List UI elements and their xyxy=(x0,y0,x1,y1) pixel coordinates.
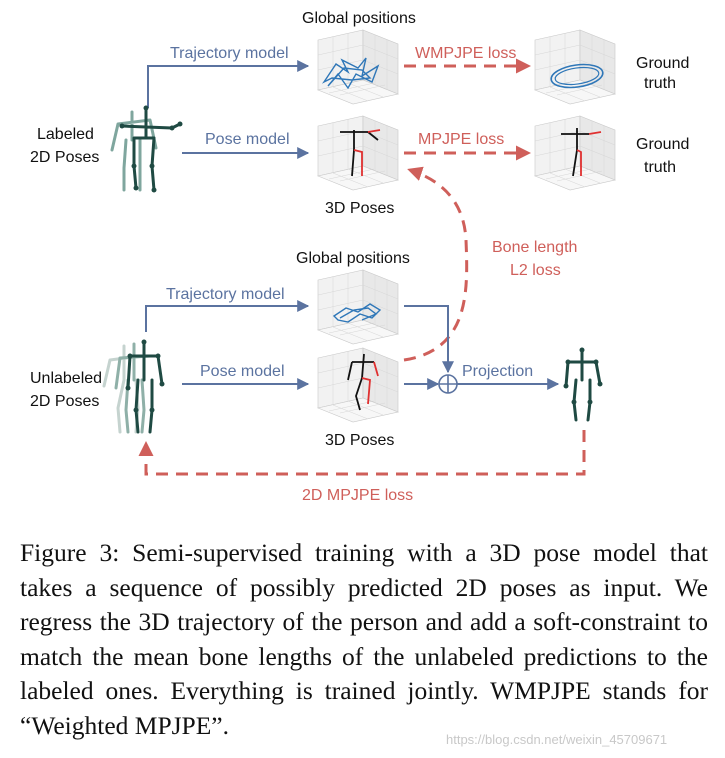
ground-truth-label-1a: Ground xyxy=(636,55,689,72)
projection-plus-icon xyxy=(438,374,458,394)
trajectory-arrow-top xyxy=(147,60,310,108)
ground-truth-label-2a: Ground xyxy=(636,136,689,153)
trajectory-curve xyxy=(321,57,380,90)
global-positions-plot-top xyxy=(317,29,399,105)
3d-poses-label-top: 3D Poses xyxy=(325,200,394,217)
2d-mpjpe-loss-arrow xyxy=(138,430,586,476)
trajectory-model-label-top: Trajectory model xyxy=(170,45,289,62)
trajectory-to-projection-arrow xyxy=(404,305,454,374)
mpjpe-loss-label: MPJPE loss xyxy=(418,131,504,148)
trajectory-curve-bottom xyxy=(332,303,382,323)
labeled-2d-skeleton xyxy=(110,105,183,193)
bone-length-loss-arrow xyxy=(403,166,469,362)
unlabeled-label-2: 2D Poses xyxy=(30,393,99,410)
watermark: https://blog.csdn.net/weixin_45709671 xyxy=(446,732,668,747)
unlabeled-2d-skeleton xyxy=(102,339,165,434)
labeled-label-2: 2D Poses xyxy=(30,149,99,166)
figure-caption: Figure 3: Semi-supervised training with … xyxy=(20,538,708,740)
figure-diagram: Global positions Trajectory model WMPJPE… xyxy=(30,10,689,504)
bone-length-label-2: L2 loss xyxy=(510,262,561,279)
ground-truth-label-1b: truth xyxy=(644,75,676,92)
trajectory-arrow-bottom xyxy=(145,300,310,332)
ground-truth-trajectory-plot xyxy=(534,29,616,105)
trajectory-ellipse-a xyxy=(550,63,604,89)
labeled-label-1: Labeled xyxy=(37,126,94,143)
3d-poses-plot-top xyxy=(317,115,399,191)
trajectory-ellipse-b xyxy=(554,66,600,86)
global-positions-label-top: Global positions xyxy=(302,10,416,27)
global-positions-label-bottom: Global positions xyxy=(296,250,410,267)
pose-model-label-bottom: Pose model xyxy=(200,363,285,380)
projected-2d-skeleton xyxy=(563,347,603,422)
ground-truth-poses-plot xyxy=(534,115,616,191)
3d-poses-label-bottom: 3D Poses xyxy=(325,432,394,449)
pose-model-label-top: Pose model xyxy=(205,131,290,148)
unlabeled-label-1: Unlabeled xyxy=(30,370,102,387)
projection-label: Projection xyxy=(462,363,533,380)
trajectory-model-label-bottom: Trajectory model xyxy=(166,286,285,303)
ground-truth-label-2b: truth xyxy=(644,159,676,176)
3d-poses-plot-bottom xyxy=(317,347,399,423)
global-positions-plot-bottom xyxy=(317,269,399,345)
2d-mpjpe-loss-label: 2D MPJPE loss xyxy=(302,487,413,504)
wmpjpe-loss-label: WMPJPE loss xyxy=(415,45,516,62)
bone-length-label-1: Bone length xyxy=(492,239,577,256)
